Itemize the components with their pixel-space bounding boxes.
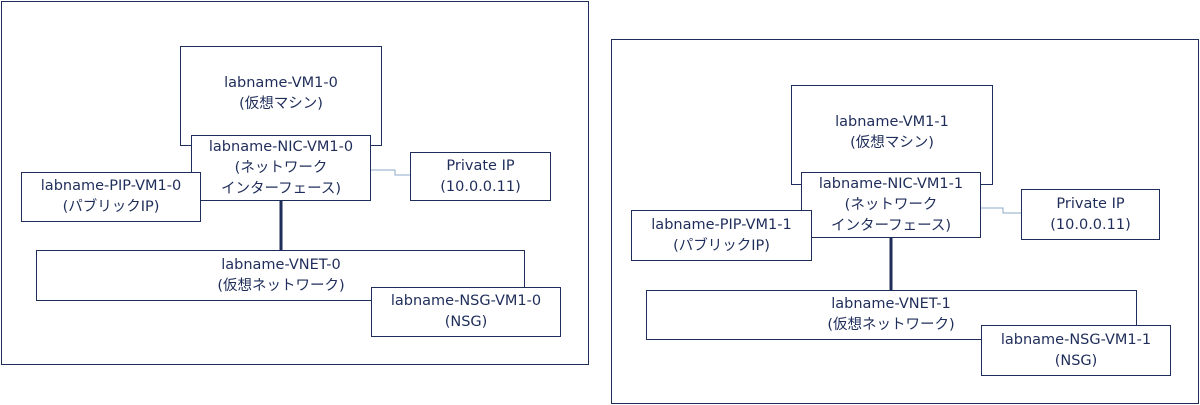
nic-privateip-link-0 — [371, 169, 410, 176]
private-ip-value: (10.0.0.11) — [1050, 216, 1131, 233]
nic-type-line1: (ネットワーク — [234, 159, 328, 176]
nic-box-0[interactable]: labname-NIC-VM1-0 (ネットワーク インターフェース) — [191, 135, 371, 201]
pip-name: labname-PIP-VM1-1 — [651, 216, 792, 233]
vnet-type: (仮想ネットワーク) — [827, 317, 955, 333]
nsg-name: labname-NSG-VM1-0 — [390, 293, 542, 309]
nic-name: labname-NIC-VM1-0 — [208, 138, 354, 155]
pip-name: labname-PIP-VM1-0 — [40, 178, 182, 194]
private-ip-box-1[interactable]: Private IP (10.0.0.11) — [1021, 189, 1160, 240]
nic-type-line2: インターフェース) — [830, 217, 952, 234]
vnet-type: (仮想ネットワーク) — [217, 278, 345, 294]
private-ip-value: (10.0.0.11) — [440, 178, 521, 195]
vm-box-1[interactable]: labname-VM1-1 (仮想マシン) — [791, 85, 993, 185]
vm-box-0[interactable]: labname-VM1-0 (仮想マシン) — [180, 46, 382, 146]
nsg-type: (NSG) — [1054, 352, 1098, 369]
vnet-label-0: labname-VNET-0 (仮想ネットワーク) — [181, 255, 381, 297]
vnet-name: labname-VNET-0 — [221, 257, 341, 273]
private-ip-name: Private IP — [1056, 195, 1125, 212]
private-ip-name: Private IP — [446, 157, 515, 174]
nic-type-line2: インターフェース) — [220, 180, 342, 197]
nsg-box-1[interactable]: labname-NSG-VM1-1 (NSG) — [981, 325, 1171, 376]
resource-group-1 — [611, 39, 1199, 404]
nsg-type: (NSG) — [444, 314, 488, 330]
vnet-label-1: labname-VNET-1 (仮想ネットワーク) — [791, 294, 991, 336]
pip-box-0[interactable]: labname-PIP-VM1-0 (パブリックIP) — [21, 172, 201, 222]
nic-box-1[interactable]: labname-NIC-VM1-1 (ネットワーク インターフェース) — [801, 172, 981, 238]
vm-type: (仮想マシン) — [239, 96, 323, 112]
vm-name: labname-VM1-0 — [224, 75, 338, 91]
private-ip-box-0[interactable]: Private IP (10.0.0.11) — [410, 152, 551, 201]
nic-privateip-link-1 — [981, 207, 1021, 214]
vm-name: labname-VM1-1 — [835, 114, 949, 130]
nic-type-line1: (ネットワーク — [844, 196, 938, 213]
pip-box-1[interactable]: labname-PIP-VM1-1 (パブリックIP) — [631, 210, 812, 261]
vm-type: (仮想マシン) — [850, 135, 934, 151]
nsg-name: labname-NSG-VM1-1 — [1000, 331, 1152, 348]
nsg-box-0[interactable]: labname-NSG-VM1-0 (NSG) — [371, 287, 561, 337]
pip-type: (パブリックIP) — [62, 199, 160, 215]
nic-name: labname-NIC-VM1-1 — [818, 175, 964, 192]
pip-type: (パブリックIP) — [673, 237, 770, 254]
vnet-name: labname-VNET-1 — [831, 296, 951, 312]
